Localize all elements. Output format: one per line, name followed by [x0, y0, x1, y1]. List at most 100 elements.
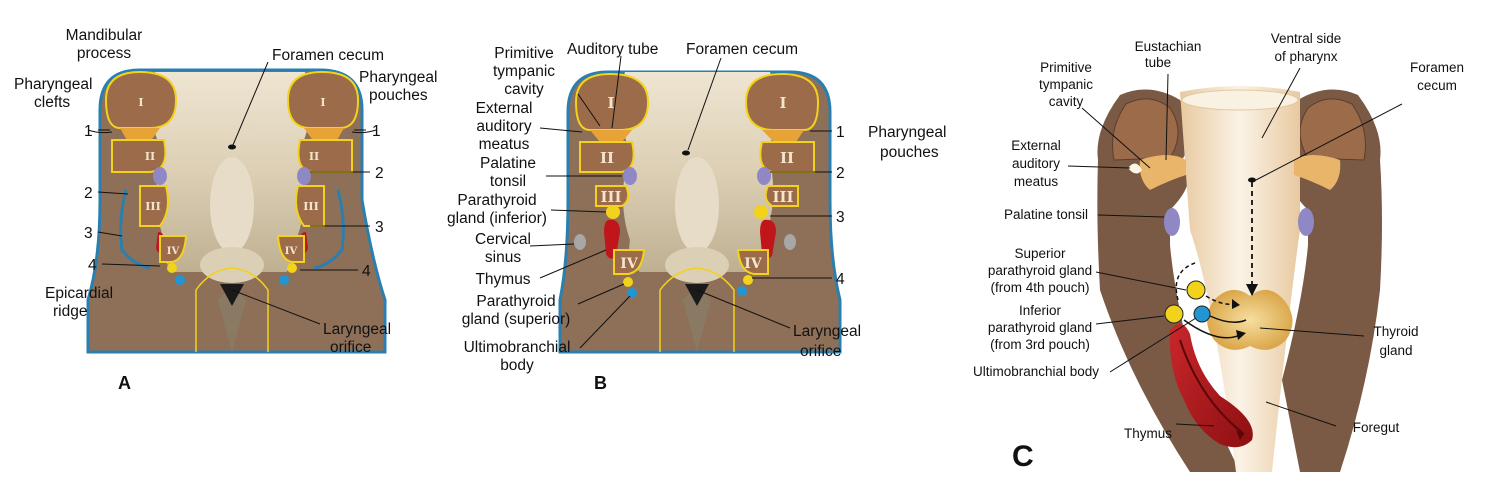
- leader-c-ventral: [1261, 67, 1301, 139]
- label-b-laryngeal-2: orifice: [800, 343, 841, 360]
- leader-c-foregut: [1265, 401, 1337, 427]
- leader-b-foramen: [687, 57, 722, 151]
- leader-a-3l: [97, 231, 123, 237]
- label-c-superior-3: (from 4th pouch): [990, 280, 1089, 295]
- label-c-superior-1: Superior: [1014, 246, 1066, 261]
- label-c-inferior-1: Inferior: [1019, 303, 1062, 318]
- leader-b-ultimo: [579, 295, 631, 349]
- label-b-1: 1: [836, 124, 845, 141]
- label-a-pouches-1: Pharyngeal: [359, 69, 437, 86]
- panel-label-c: C: [1012, 440, 1034, 473]
- label-b-parathyroid-sup-1: Parathyroid: [476, 293, 555, 310]
- label-b-palatine-1: Palatine: [480, 155, 536, 172]
- leader-b-external: [539, 127, 583, 133]
- label-a-pouches-2: pouches: [369, 87, 428, 104]
- arch-iv-label-b-left: IV: [620, 256, 639, 272]
- label-a-4-right: 4: [362, 263, 371, 280]
- leader-a-foramen: [232, 61, 269, 146]
- panel-label-b: B: [594, 373, 607, 393]
- leader-b-parathyroid-sup: [577, 283, 625, 305]
- panel-b-body: [558, 70, 842, 354]
- leader-a-2l: [97, 191, 129, 195]
- arch-i-label-b-left: I: [607, 94, 614, 112]
- label-b-pouches-1: Pharyngeal: [868, 124, 946, 141]
- label-c-ventral-2: of pharynx: [1274, 49, 1337, 64]
- label-b-cervical-1: Cervical: [475, 231, 531, 248]
- label-b-ultimo-2: body: [500, 357, 534, 374]
- label-c-thyroid-2: gland: [1379, 343, 1412, 358]
- leader-c-eustachian: [1165, 73, 1169, 161]
- label-a-clefts-1: Pharyngeal: [14, 76, 92, 93]
- label-c-external-1: External: [1011, 138, 1061, 153]
- label-b-thymus: Thymus: [475, 271, 530, 288]
- label-c-superior-2: parathyroid gland: [988, 263, 1092, 278]
- panel-label-a: A: [118, 373, 131, 393]
- arch-iv-label-a-left: IV: [167, 246, 180, 257]
- label-b-primitive-3: cavity: [504, 81, 544, 98]
- panel-a-body: [86, 68, 387, 354]
- arch-i-label-a-right: I: [320, 96, 325, 109]
- arch-iii-label-b-right: III: [772, 188, 793, 206]
- label-c-eustachian-2: tube: [1145, 55, 1171, 70]
- leader-c-superior: [1095, 271, 1187, 291]
- arch-i-label-b-right: I: [779, 94, 786, 112]
- label-a-1-left: 1: [84, 123, 93, 140]
- arch-iii-label-b-left: III: [600, 188, 621, 206]
- label-b-4: 4: [836, 271, 845, 288]
- label-c-primitive-1: Primitive: [1040, 60, 1092, 75]
- leader-c-foramen: [1255, 103, 1403, 181]
- leader-b-thymus: [539, 249, 607, 279]
- label-b-external-1: External: [476, 100, 533, 117]
- label-c-primitive-3: cavity: [1049, 94, 1084, 109]
- label-b-ultimo-1: Ultimobranchial: [464, 339, 571, 356]
- leader-c-thymus: [1175, 423, 1215, 427]
- label-a-mandibular-1: Mandibular: [66, 27, 143, 44]
- label-c-foramen-1: Foramen: [1410, 60, 1464, 75]
- label-c-ultimo: Ultimobranchial body: [973, 364, 1099, 379]
- label-b-laryngeal-1: Laryngeal: [793, 323, 861, 340]
- label-c-external-3: meatus: [1014, 174, 1059, 189]
- label-c-thymus: Thymus: [1124, 426, 1172, 441]
- arch-iv-label-b-right: IV: [744, 256, 763, 272]
- leader-a-4l: [101, 263, 161, 267]
- label-c-eustachian-1: Eustachian: [1135, 39, 1202, 54]
- panel-b: I I II II III III IV IV Primitive tympan…: [447, 41, 946, 393]
- arch-iii-label-a-right: III: [303, 200, 318, 213]
- label-b-parathyroid-sup-2: gland (superior): [462, 311, 571, 328]
- label-a-laryngeal-1: Laryngeal: [323, 321, 391, 338]
- label-c-thyroid-1: Thyroid: [1373, 324, 1418, 339]
- arch-i-label-a-left: I: [138, 96, 143, 109]
- leader-b-auditory: [611, 55, 622, 129]
- leader-c-thyroid: [1259, 327, 1365, 337]
- label-b-foramen-cecum: Foramen cecum: [686, 41, 798, 58]
- label-a-1-right: 1: [372, 123, 381, 140]
- leader-b-primitive: [577, 93, 601, 127]
- label-a-epicardial-1: Epicardial: [45, 285, 113, 302]
- label-a-epicardial-2: ridge: [53, 303, 87, 320]
- label-c-inferior-2: parathyroid gland: [988, 320, 1092, 335]
- panel-c: Eustachian tube Ventral side of pharynx …: [973, 31, 1464, 473]
- label-c-primitive-2: tympanic: [1039, 77, 1093, 92]
- label-a-laryngeal-2: orifice: [330, 339, 371, 356]
- leader-c-external: [1067, 165, 1131, 169]
- label-b-external-3: meatus: [479, 136, 530, 153]
- label-b-primitive-2: tympanic: [493, 63, 555, 80]
- label-b-2: 2: [836, 165, 845, 182]
- leader-b-laryngeal: [696, 289, 791, 329]
- label-a-3-right: 3: [375, 219, 384, 236]
- leader-a-laryngeal: [231, 289, 321, 325]
- label-b-auditory-tube: Auditory tube: [567, 41, 658, 58]
- label-c-ventral-1: Ventral side: [1271, 31, 1342, 46]
- label-c-foramen-2: cecum: [1417, 78, 1457, 93]
- leader-c-ultimo: [1109, 317, 1197, 373]
- label-b-parathyroid-inf-1: Parathyroid: [457, 192, 536, 209]
- label-c-palatine-tonsil: Palatine tonsil: [1004, 207, 1088, 222]
- label-a-foramen-cecum: Foramen cecum: [272, 47, 384, 64]
- label-a-mandibular-2: process: [77, 45, 132, 62]
- arch-ii-label-a-left: II: [145, 150, 155, 163]
- label-a-2-left: 2: [84, 185, 93, 202]
- label-c-foregut: Foregut: [1353, 420, 1400, 435]
- label-c-inferior-3: (from 3rd pouch): [990, 337, 1090, 352]
- label-b-3: 3: [836, 209, 845, 226]
